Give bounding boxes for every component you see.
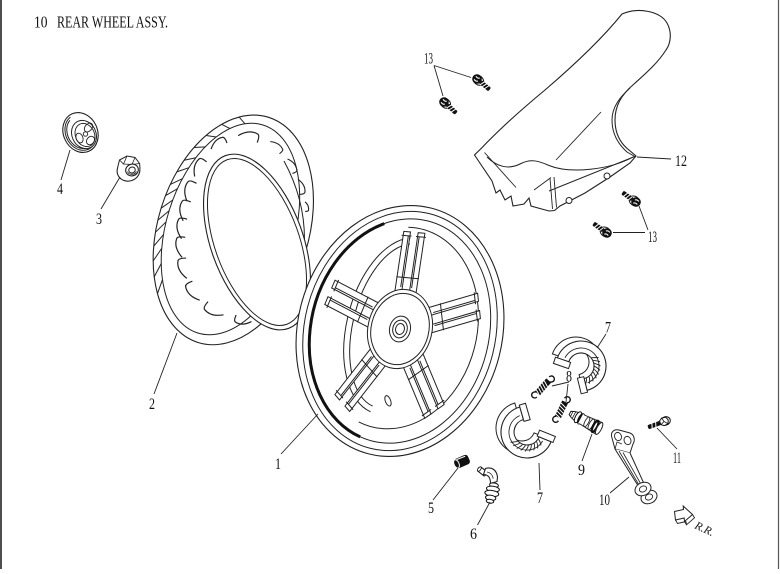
svg-text:7: 7 xyxy=(605,320,611,337)
svg-text:3: 3 xyxy=(96,211,102,228)
svg-text:13: 13 xyxy=(424,51,433,68)
svg-text:1: 1 xyxy=(275,456,281,473)
svg-text:10: 10 xyxy=(599,492,610,509)
svg-text:REAR WHEEL ASSY.: REAR WHEEL ASSY. xyxy=(57,13,168,32)
svg-text:6: 6 xyxy=(470,526,477,543)
svg-text:5: 5 xyxy=(428,500,434,517)
svg-text:2: 2 xyxy=(149,396,155,413)
svg-text:4: 4 xyxy=(57,181,63,198)
svg-text:12: 12 xyxy=(675,153,687,170)
svg-text:9: 9 xyxy=(578,462,585,479)
svg-text:7: 7 xyxy=(537,490,543,507)
svg-text:13: 13 xyxy=(648,229,657,246)
svg-text:10: 10 xyxy=(34,13,48,32)
svg-text:8: 8 xyxy=(566,369,572,386)
svg-text:11: 11 xyxy=(673,450,681,467)
